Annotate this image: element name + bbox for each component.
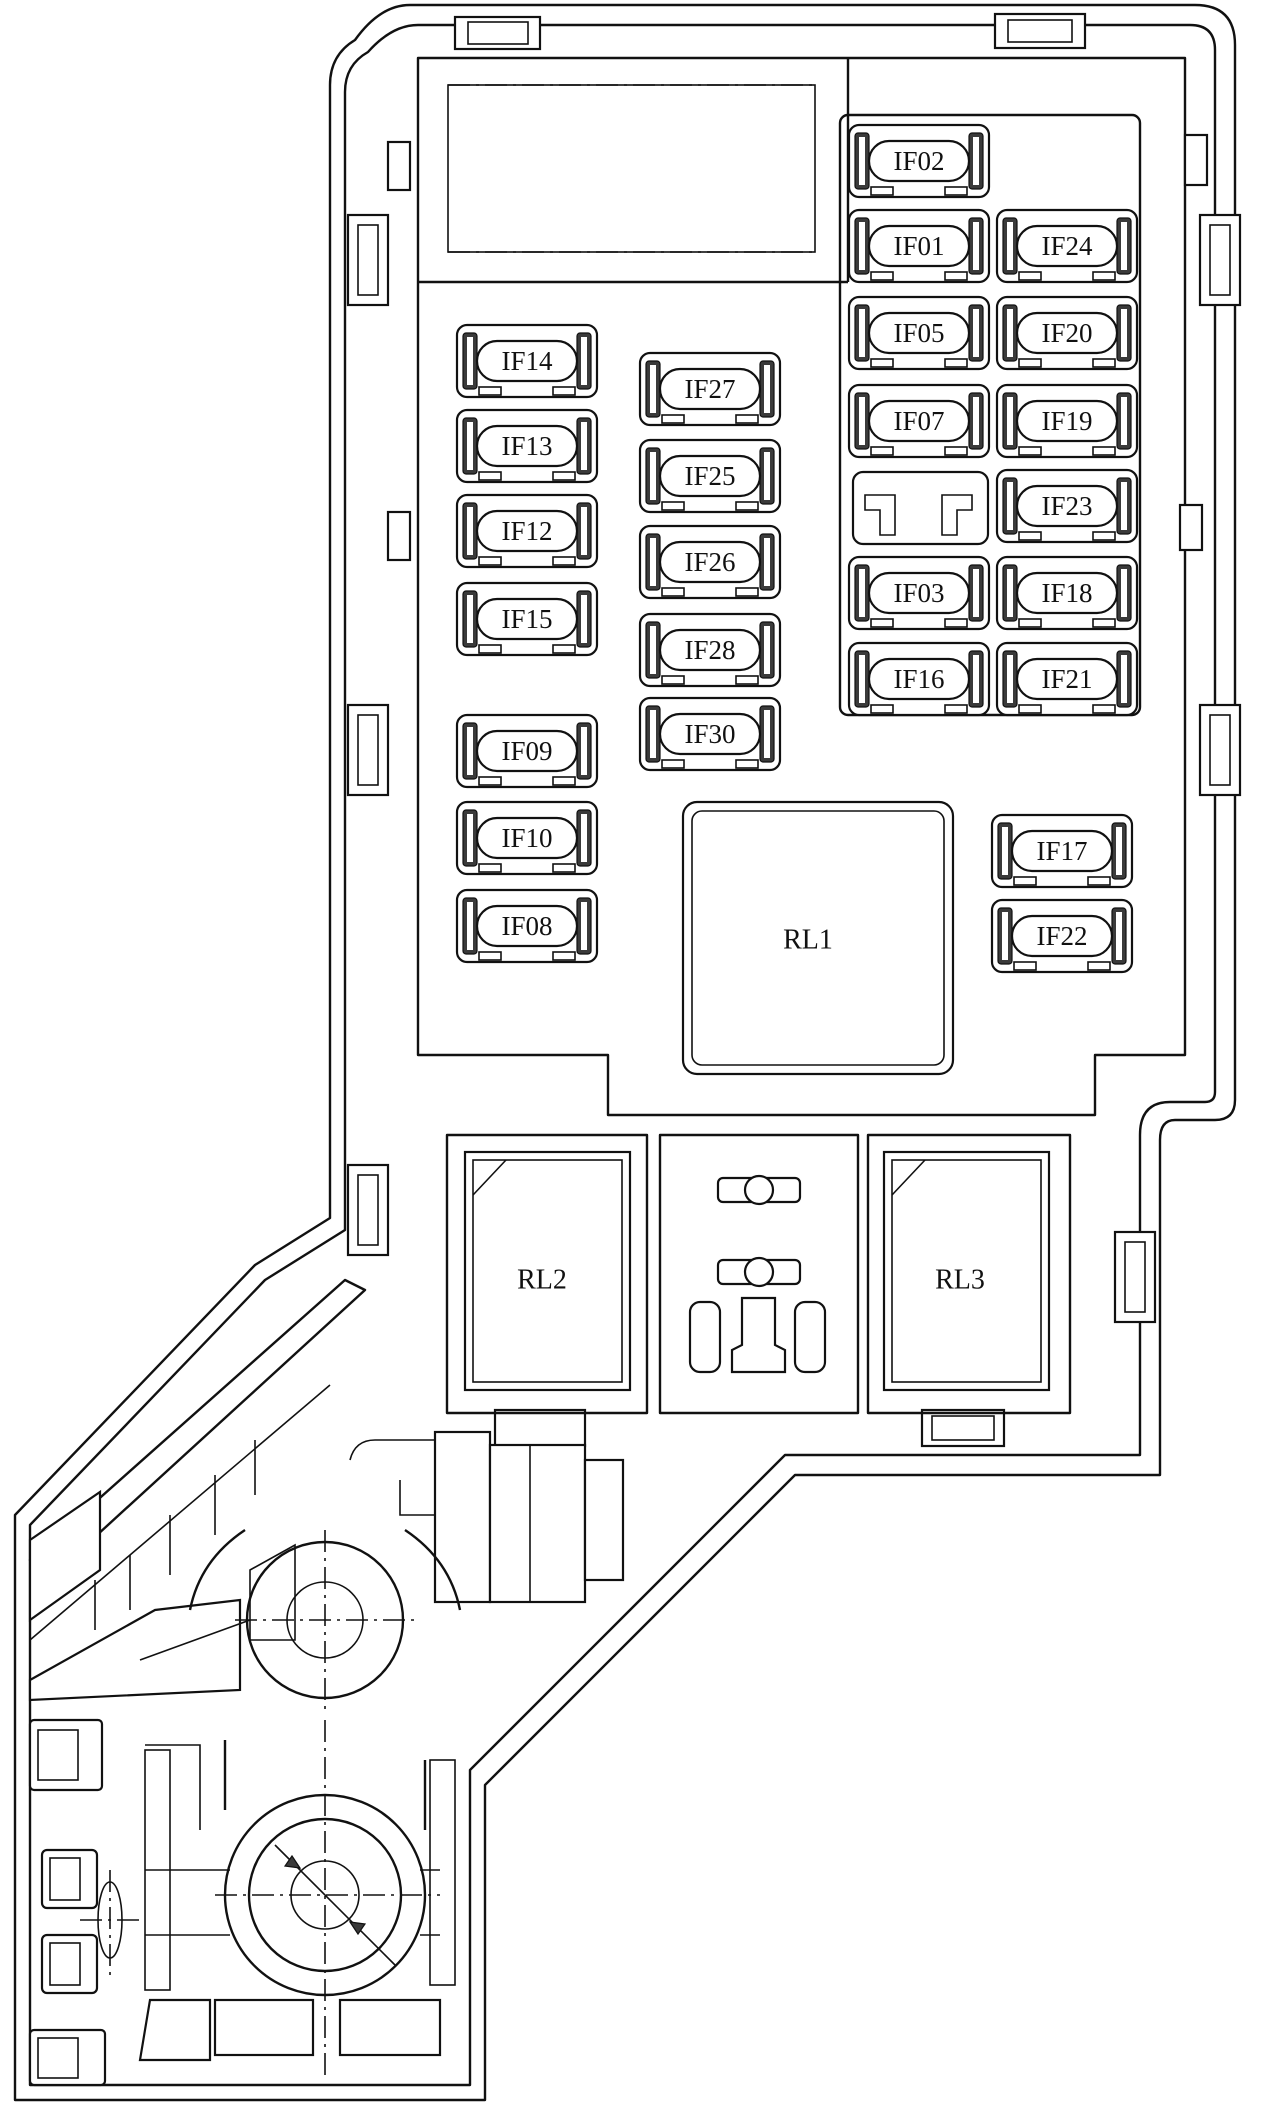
fuse-if05: IF05 bbox=[847, 295, 991, 371]
fuse-if24: IF24 bbox=[995, 208, 1139, 284]
fuse-label: IF22 bbox=[1036, 921, 1087, 951]
fuse-if07: IF07 bbox=[847, 383, 991, 459]
mounting-arm bbox=[28, 1278, 367, 1702]
relay-bay-rl3 bbox=[866, 1133, 1072, 1415]
connector-block bbox=[349, 1430, 625, 1604]
mounting-boss-lower bbox=[145, 1720, 440, 2080]
fuse-label: IF16 bbox=[893, 664, 944, 694]
fuse-label: IF23 bbox=[1041, 491, 1092, 521]
fuse-if10: IF10 bbox=[455, 800, 599, 876]
fuse-label: IF03 bbox=[893, 578, 944, 608]
fuse-label: IF19 bbox=[1041, 406, 1092, 436]
fuse-label: IF15 bbox=[501, 604, 552, 634]
fuse-if13: IF13 bbox=[455, 408, 599, 484]
fuse-cluster-frame bbox=[838, 113, 1142, 717]
fuse-label: IF17 bbox=[1036, 836, 1087, 866]
fuse-if25: IF25 bbox=[638, 438, 782, 514]
fuse-label: IF12 bbox=[501, 516, 552, 546]
edge-clips bbox=[346, 12, 1242, 1448]
empty-fuse-slot bbox=[851, 470, 990, 546]
fuse-if21: IF21 bbox=[995, 641, 1139, 717]
fuse-label: IF05 bbox=[893, 318, 944, 348]
bottom-slots bbox=[138, 1749, 456, 2062]
fuse-if23: IF23 bbox=[995, 468, 1139, 544]
fuse-label: IF25 bbox=[684, 461, 735, 491]
relay-rl1-label: RL1 bbox=[783, 925, 833, 956]
relay-rl3: RL3 bbox=[882, 1150, 1051, 1392]
fuse-if01: IF01 bbox=[847, 208, 991, 284]
fuse-label: IF27 bbox=[684, 374, 735, 404]
fuse-label: IF10 bbox=[501, 823, 552, 853]
fuse-plate bbox=[416, 56, 1187, 1117]
fuse-label: IF09 bbox=[501, 736, 552, 766]
housing-inner-outline bbox=[28, 23, 1217, 2087]
fuse-label: IF18 bbox=[1041, 578, 1092, 608]
terminal-slots bbox=[688, 1174, 827, 1374]
fuse-if22: IF22 bbox=[990, 898, 1134, 974]
fuse-label: IF26 bbox=[684, 547, 735, 577]
fuse-if17: IF17 bbox=[990, 813, 1134, 889]
mounting-boss-upper bbox=[188, 1529, 462, 1710]
fuse-if19: IF19 bbox=[995, 383, 1139, 459]
relay-bay-rl2 bbox=[445, 1133, 649, 1415]
fuse-label: IF01 bbox=[893, 231, 944, 261]
fuse-label: IF30 bbox=[684, 719, 735, 749]
fuse-if20: IF20 bbox=[995, 295, 1139, 371]
fuse-if09: IF09 bbox=[455, 713, 599, 789]
fuse-if27: IF27 bbox=[638, 351, 782, 427]
relay-rl2: RL2 bbox=[463, 1150, 632, 1392]
fuse-if16: IF16 bbox=[847, 641, 991, 717]
fuse-if08: IF08 bbox=[455, 888, 599, 964]
relay-rl1: RL1 bbox=[681, 800, 955, 1076]
fuse-if18: IF18 bbox=[995, 555, 1139, 631]
housing-outline bbox=[13, 3, 1237, 2102]
fuse-if12: IF12 bbox=[455, 493, 599, 569]
fuse-label: IF13 bbox=[501, 431, 552, 461]
fuse-if03: IF03 bbox=[847, 555, 991, 631]
fuse-if30: IF30 bbox=[638, 696, 782, 772]
side-connectors bbox=[28, 1718, 140, 2087]
fuse-label: IF24 bbox=[1041, 231, 1093, 261]
fuse-label: IF21 bbox=[1041, 664, 1092, 694]
fuse-label: IF28 bbox=[684, 635, 735, 665]
fuse-if02: IF02 bbox=[847, 123, 991, 199]
fuse-if14: IF14 bbox=[455, 323, 599, 399]
label-window bbox=[447, 84, 816, 253]
fuse-if26: IF26 bbox=[638, 524, 782, 600]
fuse-if15: IF15 bbox=[455, 581, 599, 657]
relay-bay-middle bbox=[658, 1133, 860, 1415]
relay-rl3-label: RL3 bbox=[935, 1265, 985, 1296]
fuse-label: IF08 bbox=[501, 911, 552, 941]
fuse-if28: IF28 bbox=[638, 612, 782, 688]
fuse-label: IF20 bbox=[1041, 318, 1092, 348]
relay-rl2-label: RL2 bbox=[517, 1265, 567, 1296]
fuse-label: IF07 bbox=[893, 406, 944, 436]
fuse-label: IF14 bbox=[501, 346, 553, 376]
fuse-label: IF02 bbox=[893, 146, 944, 176]
